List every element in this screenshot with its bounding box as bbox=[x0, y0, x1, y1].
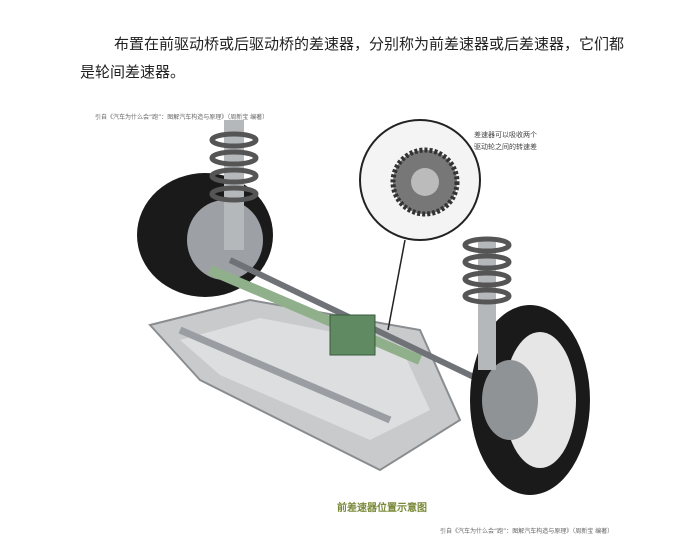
body-paragraph: 布置在前驱动桥或后驱动桥的差速器，分别称为前差速器或后差速器，它们都 是轮间差速… bbox=[80, 30, 680, 86]
citation-top: 引自《汽车为什么会“跑”：图解汽车构造与原理》（周新宝 编著） bbox=[95, 114, 269, 121]
callout-line-1: 差速器可以吸收两个 bbox=[474, 131, 537, 139]
steering-rack bbox=[208, 265, 422, 365]
paragraph-line-2: 是轮间差速器。 bbox=[80, 63, 186, 81]
stabilizer-bar bbox=[178, 326, 392, 424]
citation-bottom: 引自《汽车为什么会“跑”：图解汽车构造与原理》（周新宝 编著） bbox=[440, 528, 614, 535]
right-spring bbox=[462, 236, 512, 305]
right-strut bbox=[478, 240, 496, 370]
differential-housing bbox=[329, 314, 376, 356]
left-strut bbox=[224, 120, 244, 250]
differential-pinion bbox=[411, 168, 439, 196]
left-spring bbox=[209, 131, 259, 203]
callout-text: 差速器可以吸收两个 驱动轮之间的转速差 bbox=[474, 129, 544, 153]
paragraph-line-1: 布置在前驱动桥或后驱动桥的差速器，分别称为前差速器或后差速器，它们都 bbox=[114, 35, 625, 53]
callout-line-2: 驱动轮之间的转速差 bbox=[474, 143, 537, 151]
right-brake-hub bbox=[482, 360, 538, 440]
figure-caption: 前差速器位置示意图 bbox=[337, 503, 427, 514]
callout-pointer bbox=[387, 239, 406, 331]
